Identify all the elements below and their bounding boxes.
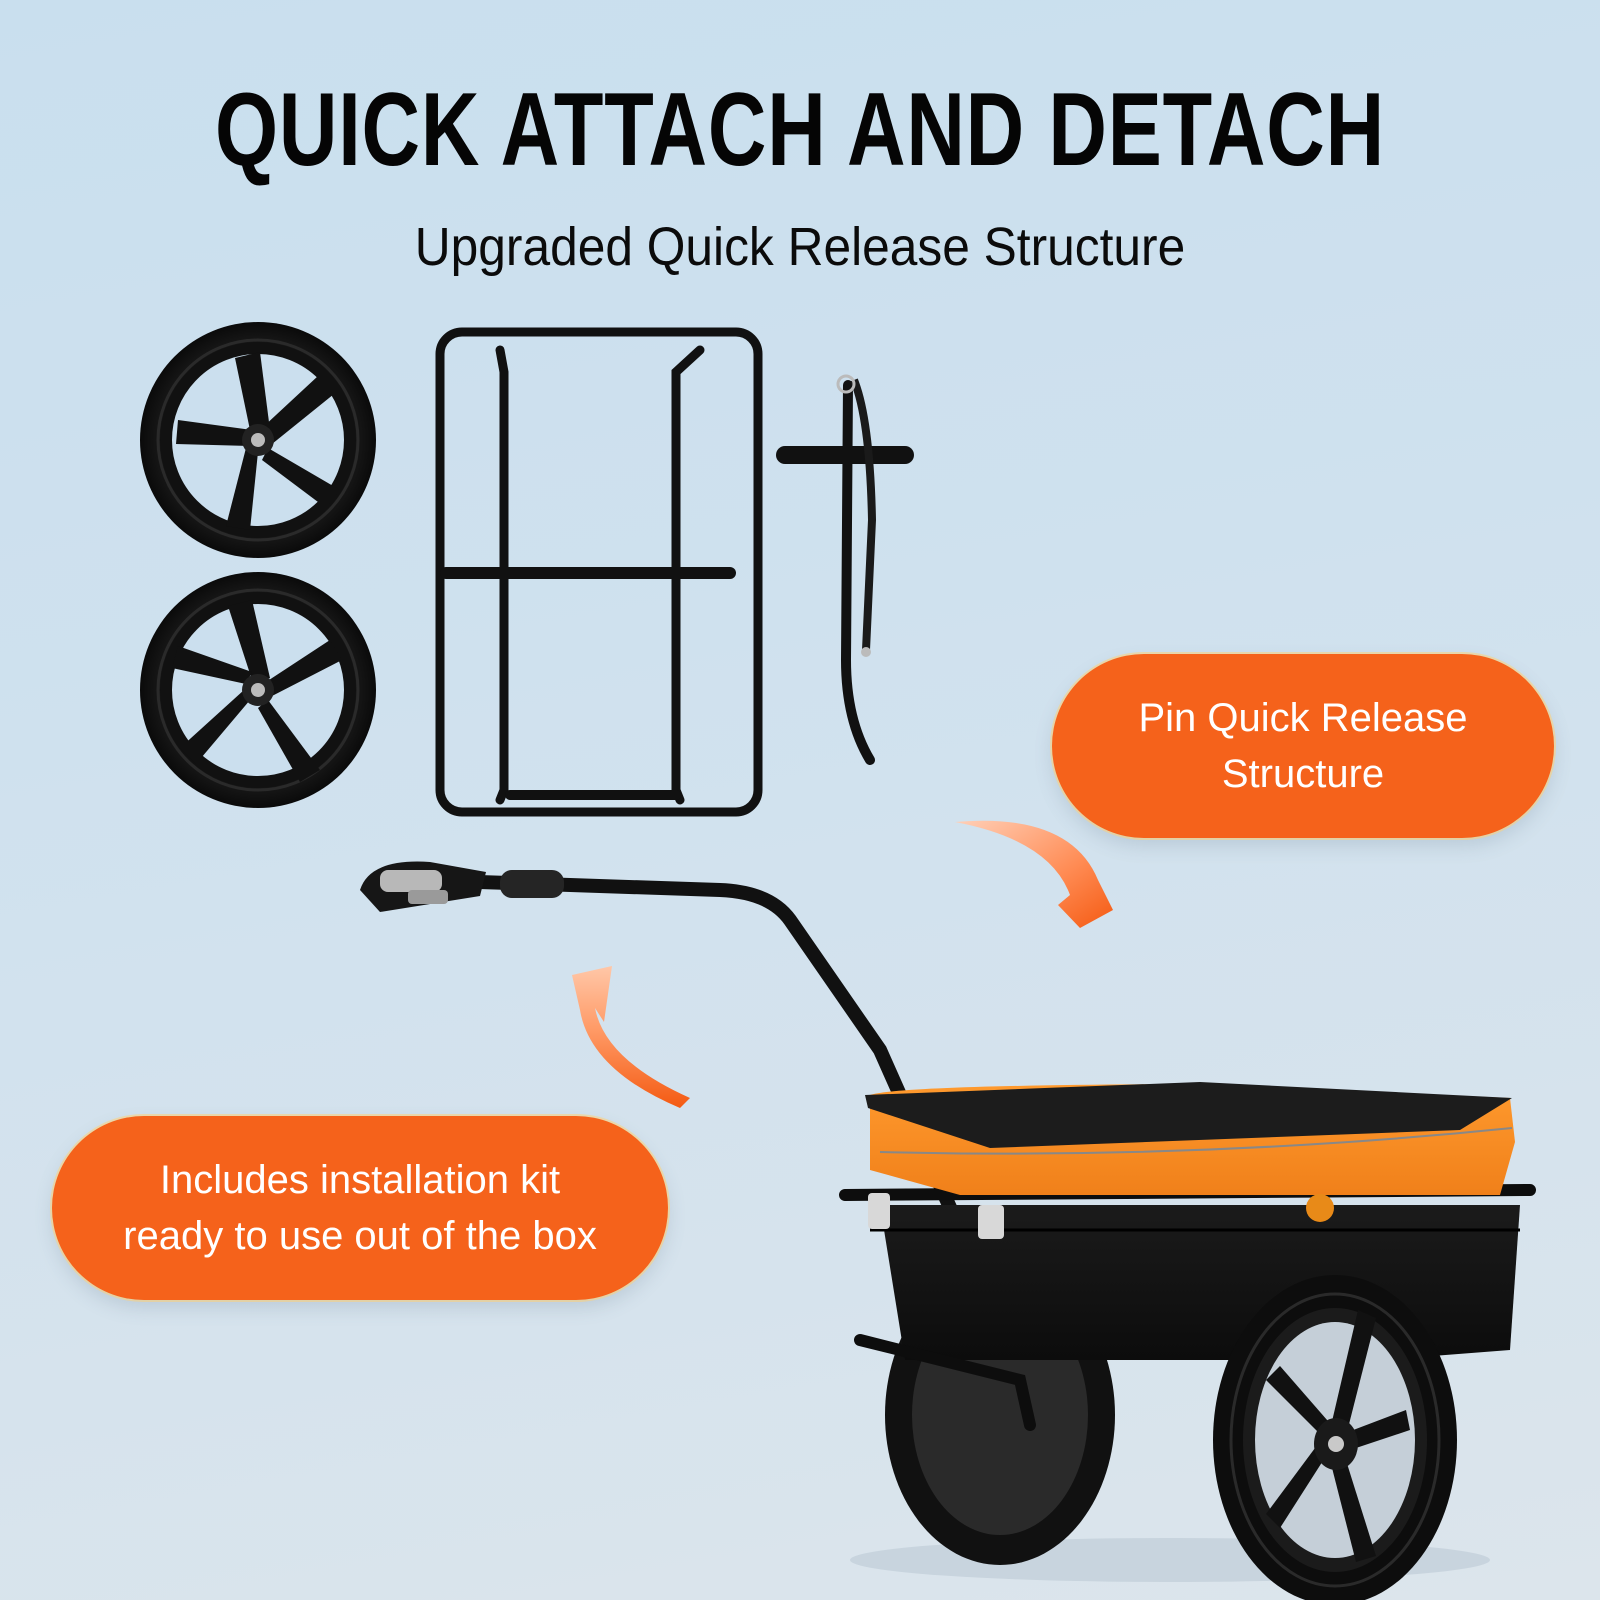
curved-arrow-up-icon	[572, 966, 690, 1108]
callout-pin-quick-release: Pin Quick Release Structure	[1052, 654, 1554, 838]
callout-pin-line-1: Pin Quick Release	[1138, 696, 1468, 740]
cargo-frame	[435, 327, 763, 817]
wheel-top	[140, 322, 376, 558]
tow-handle	[776, 374, 914, 765]
curved-arrow-down-icon	[955, 820, 1113, 928]
callout-kit-line-1: Includes installation kit	[159, 1158, 561, 1202]
callout-pin-line-2: Structure	[1221, 752, 1385, 796]
subheadline: Upgraded Quick Release Structure	[414, 217, 1186, 277]
wheel-bottom	[140, 572, 376, 808]
headline: QUICK ATTACH AND DETACH	[214, 72, 1386, 188]
hitch-arm	[360, 861, 967, 1237]
callout-kit-line-2: ready to use out of the box	[123, 1214, 597, 1258]
callout-installation-kit: Includes installation kit ready to use o…	[52, 1116, 668, 1300]
assembled-trailer	[839, 1082, 1536, 1600]
